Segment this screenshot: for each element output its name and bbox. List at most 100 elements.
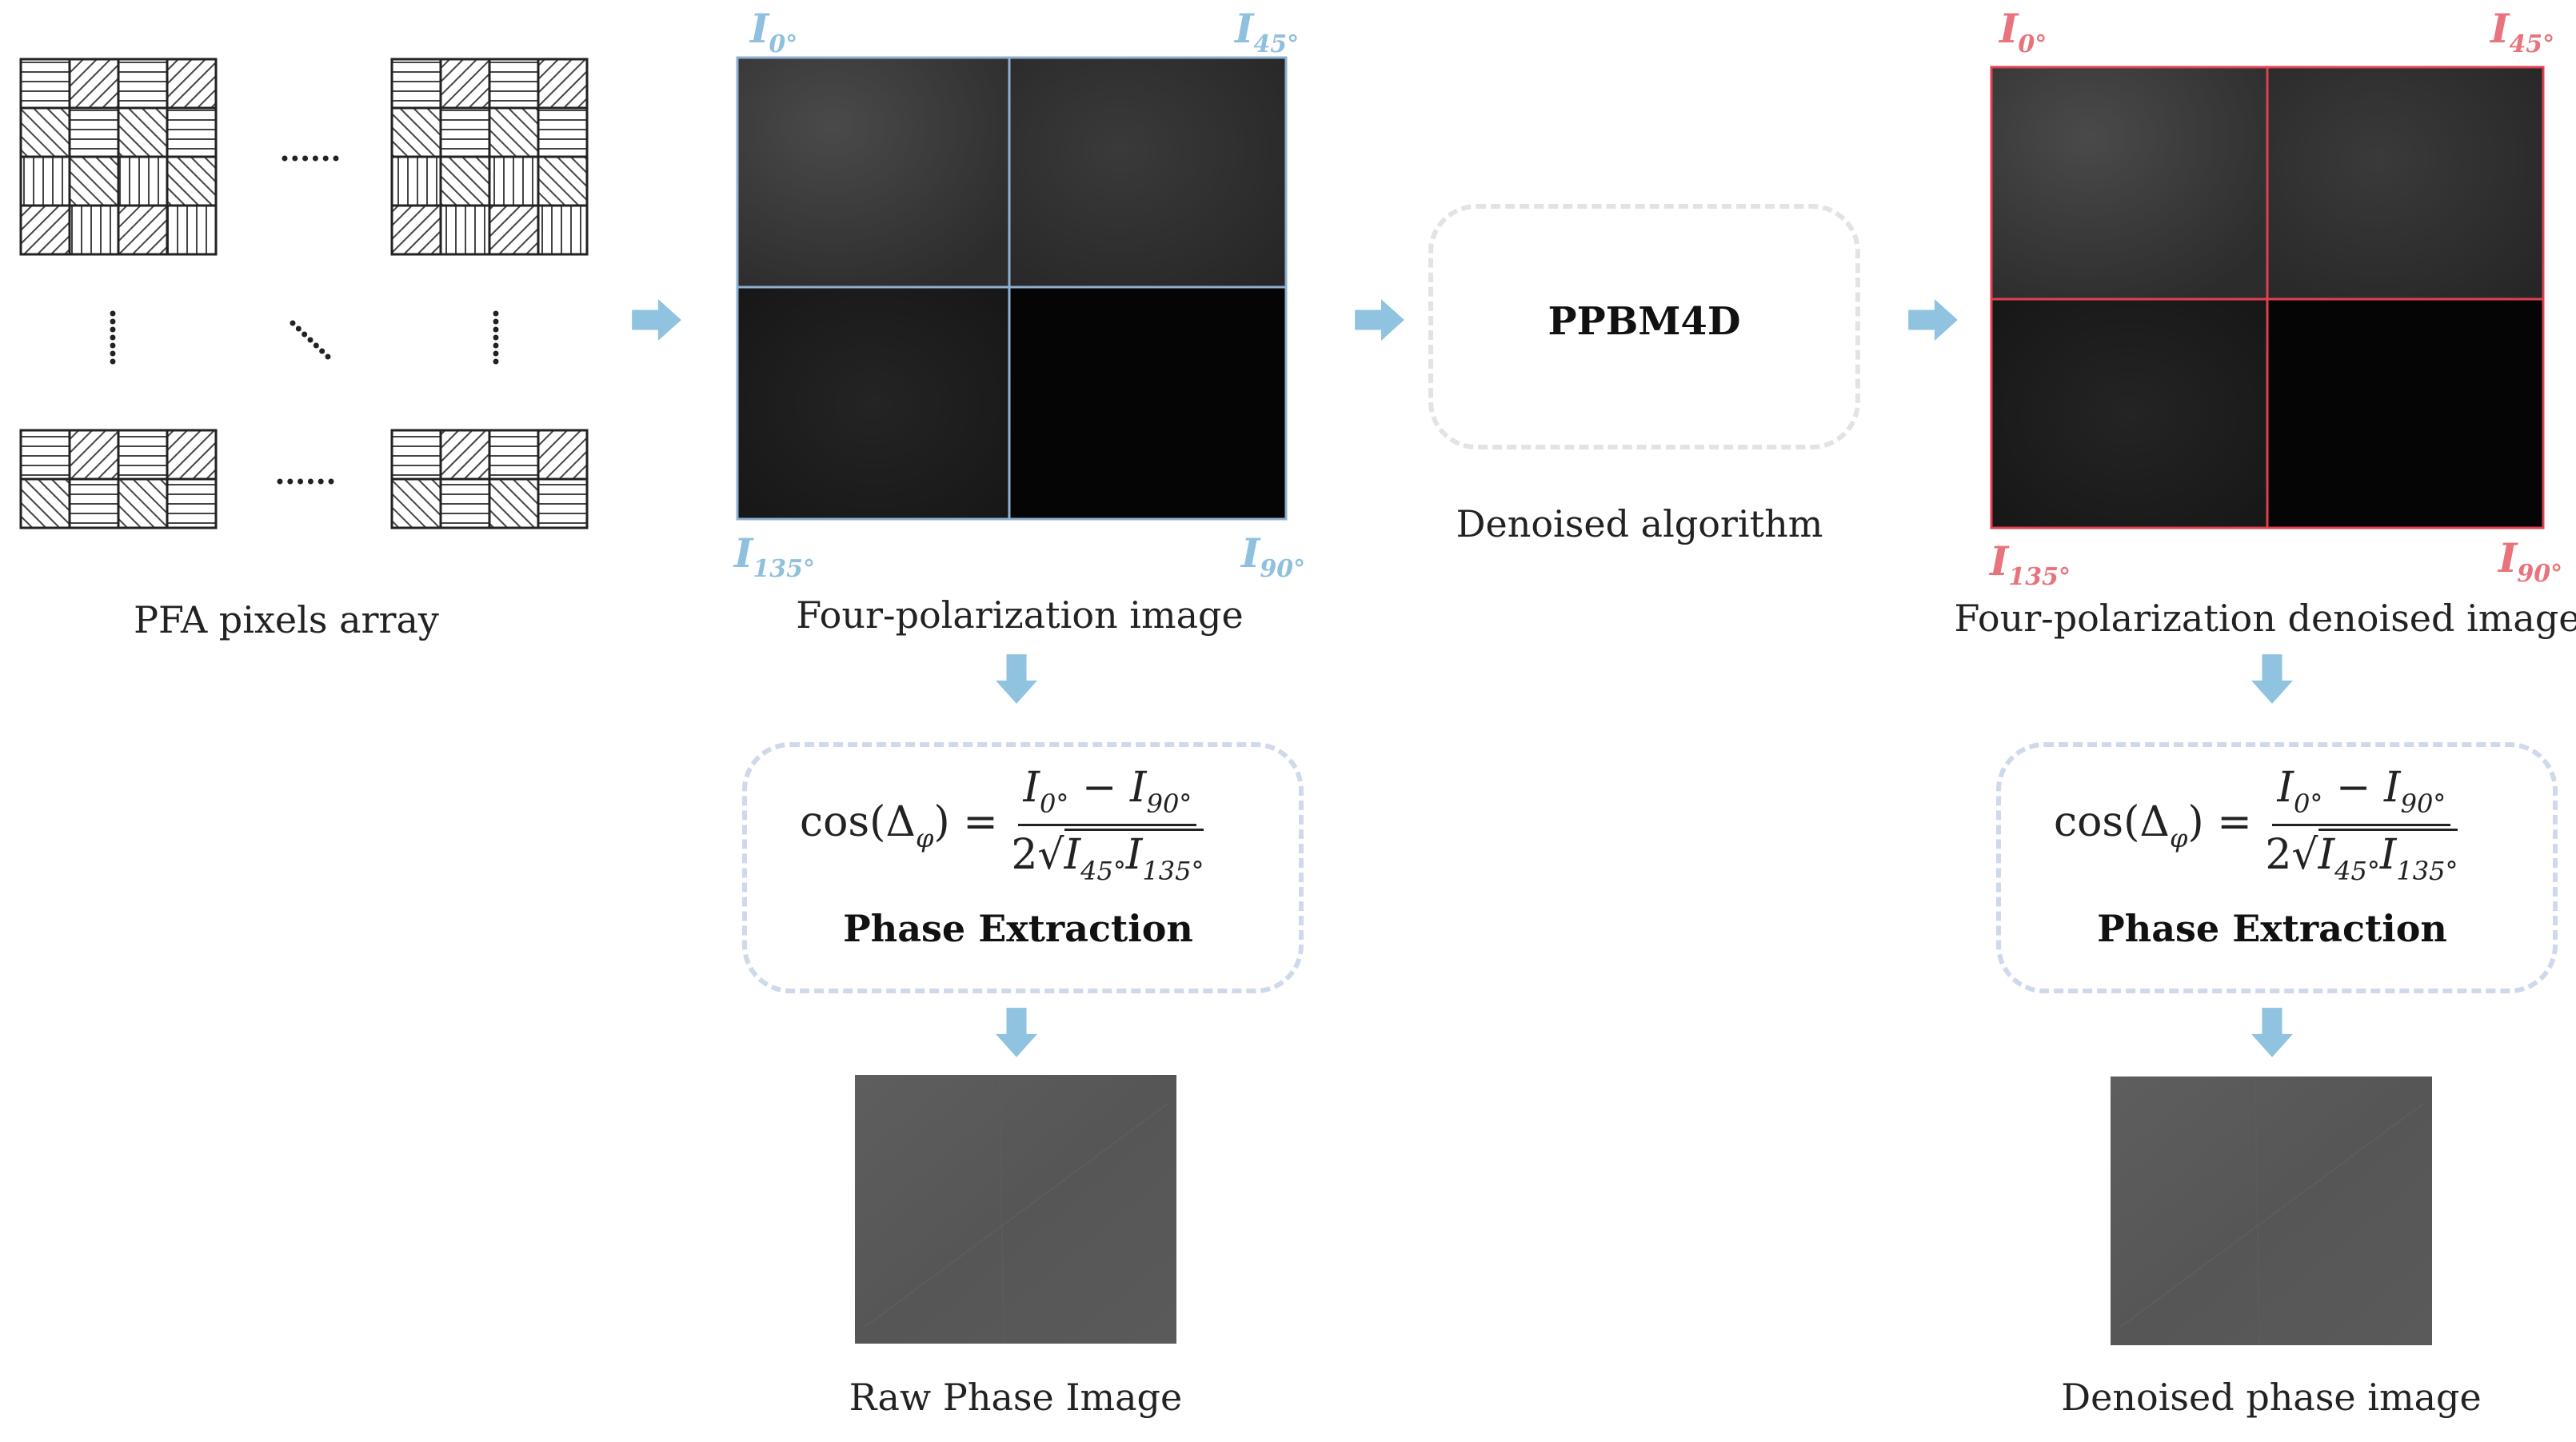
phase-extraction-box-left	[742, 742, 1304, 993]
ellipsis-dot	[110, 342, 116, 349]
label-i0-denoised: I0°	[1999, 5, 2047, 58]
ellipsis-dot	[493, 334, 499, 341]
pfa-pixel	[537, 204, 589, 256]
raw-phase-image	[855, 1074, 1176, 1344]
ellipsis-dot	[328, 478, 334, 485]
ellipsis-dot	[282, 155, 288, 162]
four-polarization-denoised-image	[1990, 66, 2545, 529]
pfa-ellipsis-dots	[110, 155, 499, 485]
algorithm-box	[1428, 204, 1860, 449]
ellipsis-dot	[110, 350, 116, 357]
ellipsis-dot	[110, 310, 116, 317]
pfa-pixel	[439, 58, 491, 110]
label-i45-denoised: I45°	[2490, 5, 2555, 58]
pfa-pixel	[117, 429, 169, 481]
ellipsis-dot	[318, 478, 324, 485]
pfa-pixel	[19, 58, 71, 110]
label-i0-raw: I0°	[750, 5, 798, 58]
pfa-pixel	[488, 204, 540, 256]
ellipsis-dot	[302, 155, 309, 162]
pfa-pixel	[166, 204, 218, 256]
pfa-pixel-blocks	[19, 58, 589, 529]
down-arrow-icon	[2251, 1008, 2293, 1057]
down-arrow-icon	[2251, 654, 2293, 704]
ellipsis-dot	[493, 326, 499, 333]
pfa-pixel	[117, 106, 169, 158]
down-arrow-icon	[996, 1008, 1037, 1057]
right-arrow-icon	[632, 299, 681, 341]
ellipsis-dot	[313, 342, 319, 349]
pfa-pixel	[390, 429, 442, 481]
ellipsis-dot	[325, 354, 331, 360]
pfa-pixel	[68, 58, 120, 110]
four-polarization-caption: Four-polarization image	[796, 593, 1244, 637]
ellipsis-dot	[295, 326, 302, 332]
ellipsis-dot	[290, 320, 296, 326]
pfa-pixel	[537, 477, 589, 529]
pfa-pixel	[537, 155, 589, 207]
pfa-pixel	[19, 155, 71, 207]
ellipsis-dot	[292, 155, 298, 162]
pfa-pixel	[537, 429, 589, 481]
pfa-pixel	[19, 204, 71, 256]
algorithm-caption: Denoised algorithm	[1456, 502, 1823, 545]
pfa-pixel	[439, 477, 491, 529]
ellipsis-dot	[302, 331, 308, 338]
pfa-pixel	[488, 155, 540, 207]
label-i135-raw: I135°	[734, 529, 816, 583]
pfa-pixel	[439, 106, 491, 158]
pfa-pixel	[117, 58, 169, 110]
pfa-pixel	[390, 155, 442, 207]
phase-extraction-box-right	[1996, 742, 2558, 993]
pfa-pixel	[390, 477, 442, 529]
pfa-pixel	[117, 204, 169, 256]
algorithm-name: PPBM4D	[1548, 299, 1741, 344]
phase-formula-right: cos(Δφ) = I0° − I90° 2√I45°I135°	[2054, 764, 2458, 886]
ellipsis-dot	[287, 478, 294, 485]
raw-phase-caption: Raw Phase Image	[849, 1376, 1183, 1419]
pfa-pixel	[19, 477, 71, 529]
pfa-pixel	[68, 204, 120, 256]
ellipsis-dot	[307, 478, 314, 485]
pfa-pixel	[19, 106, 71, 158]
pfa-pixel	[166, 477, 218, 529]
four-polarization-image	[736, 56, 1288, 521]
denoised-caption: Four-polarization denoised image	[1954, 597, 2576, 640]
pfa-pixel	[537, 58, 589, 110]
pfa-pixel	[488, 106, 540, 158]
pfa-pixel	[166, 429, 218, 481]
ellipsis-dot	[110, 334, 116, 341]
ellipsis-dot	[493, 318, 499, 325]
ellipsis-dot	[319, 348, 325, 354]
ellipsis-dot	[493, 350, 499, 357]
pfa-pixel	[68, 106, 120, 158]
ellipsis-dot	[110, 326, 116, 333]
phase-extraction-title-right: Phase Extraction	[2097, 907, 2447, 950]
pfa-pixel	[19, 429, 71, 481]
ellipsis-dot	[110, 318, 116, 325]
ellipsis-dot	[322, 155, 329, 162]
down-arrow-icon	[996, 654, 1037, 704]
ellipsis-dot	[110, 358, 116, 365]
phase-formula-left: cos(Δφ) = I0° − I90° 2√I45°I135°	[800, 764, 1204, 886]
pfa-pixel	[166, 155, 218, 207]
pfa-pixel	[537, 106, 589, 158]
pfa-pixel	[68, 155, 120, 207]
ellipsis-dot	[298, 478, 304, 485]
ellipsis-dot	[493, 358, 499, 365]
ellipsis-dot	[307, 337, 314, 343]
pfa-pixel	[439, 155, 491, 207]
ellipsis-dot	[333, 155, 339, 162]
pfa-pixel	[166, 106, 218, 158]
label-i45-raw: I45°	[1235, 5, 1300, 58]
ellipsis-dot	[493, 342, 499, 349]
ellipsis-dot	[493, 310, 499, 317]
pfa-pixel	[117, 477, 169, 529]
right-arrow-icon	[1355, 299, 1404, 341]
pfa-pixel	[488, 477, 540, 529]
pfa-pixel	[68, 429, 120, 481]
pfa-pixel	[390, 58, 442, 110]
pfa-pixel	[488, 58, 540, 110]
pfa-pixel	[166, 58, 218, 110]
